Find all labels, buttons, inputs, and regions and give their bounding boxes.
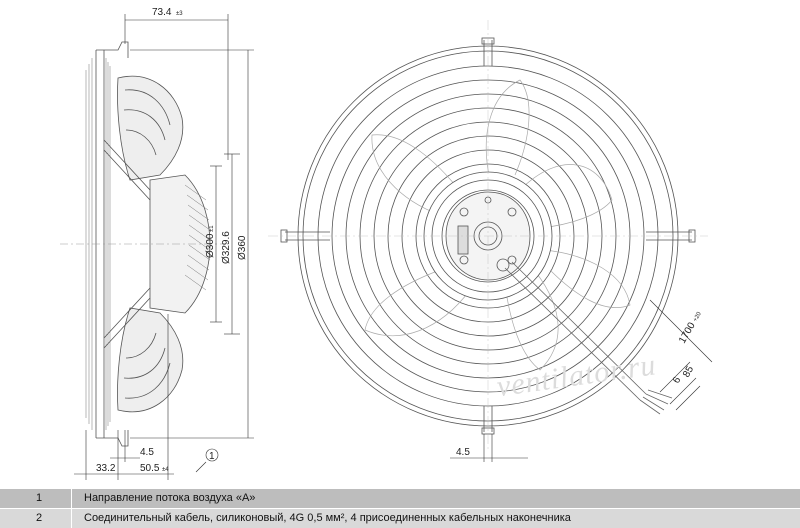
side-view	[60, 41, 225, 447]
dim-cable-length: 1700	[677, 320, 698, 345]
mounting-bars	[280, 37, 696, 435]
legend-number: 2	[36, 512, 43, 524]
legend-text: Соединительный кабель, силиконовый, 4G 0…	[71, 509, 800, 528]
watermark: ventilator.ru	[495, 348, 659, 403]
front-view	[268, 20, 708, 450]
dim-dia-360: Ø360	[237, 235, 248, 260]
dim-top-depth-tol: ±3	[176, 11, 183, 17]
connection-cable	[504, 261, 673, 415]
fan-blades	[364, 79, 631, 371]
dim-cable-85: 85	[681, 364, 696, 380]
blade-profile-top	[117, 76, 184, 181]
dim-top-depth: 73.4	[152, 7, 172, 18]
dim-bottom-50-5-tol: ±4	[162, 467, 169, 473]
dim-bottom-50-5: 50.5	[140, 463, 160, 474]
dim-dia-300: Ø300	[205, 233, 216, 258]
legend-row: 2 Соединительный кабель, силиконовый, 4G…	[0, 508, 800, 528]
legend-table: 1 Направление потока воздуха «A» 2 Соеди…	[0, 488, 800, 528]
dim-bottom-4-5-left: 4.5	[140, 447, 154, 458]
legend-row: 1 Направление потока воздуха «A»	[0, 488, 800, 508]
dim-cable-length-tol: +20	[693, 311, 704, 323]
dim-bottom-33-2: 33.2	[96, 463, 116, 474]
blade-profile-bottom	[117, 307, 184, 412]
front-dimension-lines	[450, 299, 713, 462]
dim-dia-329: Ø329.6	[221, 231, 232, 264]
callout-1: 1	[209, 451, 215, 462]
dim-cable-6: 6	[671, 375, 684, 386]
legend-text: Направление потока воздуха «A»	[71, 489, 800, 508]
side-dimension-lines	[74, 14, 254, 480]
dim-dia-300-tol: ±1	[209, 225, 215, 232]
dim-bottom-4-5-right: 4.5	[456, 447, 470, 458]
legend-number: 1	[36, 492, 43, 504]
fan-technical-drawing: 73.4 ±3 Ø300 ±1 Ø329.6 Ø360 4.5 33.2 50.…	[60, 7, 713, 480]
